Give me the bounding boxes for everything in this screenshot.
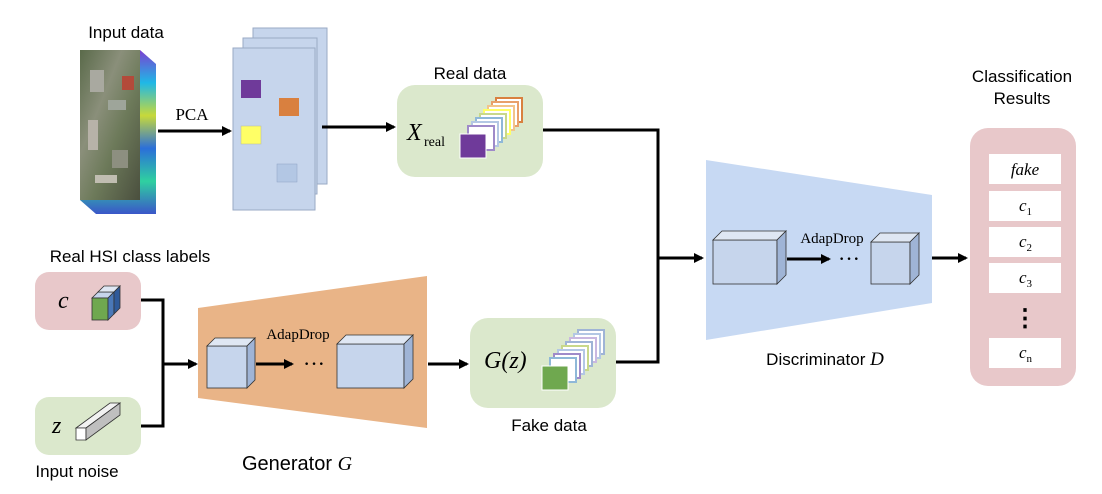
- input-noise-title: Input noise: [35, 462, 118, 481]
- labels-connector: [141, 298, 165, 428]
- generator-adapdrop-label: AdapDrop: [266, 327, 329, 343]
- discriminator-output-cube: [870, 232, 920, 285]
- classification-title-line1: Classification: [972, 67, 1072, 86]
- input-hsi-cube-image: [80, 50, 156, 214]
- result-vertical-ellipsis: ⋮: [1013, 306, 1037, 332]
- classification-title-line2: Results: [994, 89, 1051, 108]
- discriminator-title: Discriminator D: [766, 349, 884, 370]
- result-cn-cell: [989, 338, 1061, 368]
- c-symbol: c: [58, 288, 69, 314]
- class-label-c-box: [35, 272, 141, 330]
- discriminator-input-cube: [712, 230, 787, 285]
- discriminator-ellipsis: ···: [838, 246, 860, 271]
- z-symbol: z: [51, 413, 62, 439]
- pca-feature-stack: [232, 27, 328, 211]
- real-data-title: Real data: [434, 64, 507, 83]
- real-data-spectral-stack: [459, 97, 523, 159]
- real-hsi-labels-title: Real HSI class labels: [50, 247, 211, 266]
- noise-bar-icon: [74, 402, 122, 441]
- result-c3-cell: [989, 263, 1061, 293]
- result-c2-label: c2: [1019, 232, 1032, 254]
- gz-symbol: G(z): [484, 348, 527, 374]
- generator-input-cube: [206, 337, 256, 389]
- generator-output-cube: [336, 334, 414, 389]
- result-c2-cell: [989, 227, 1061, 257]
- generator-title: Generator G: [242, 453, 353, 475]
- result-fake-label: fake: [1011, 160, 1040, 179]
- input-data-title: Input data: [88, 23, 164, 42]
- x-real-subscript: real: [424, 135, 445, 150]
- pca-label: PCA: [175, 105, 209, 124]
- result-cn-label: cn: [1019, 343, 1033, 365]
- discriminator-trapezoid: [706, 160, 932, 340]
- fake-data-title: Fake data: [511, 416, 587, 435]
- fake-data-connector: [616, 258, 660, 364]
- fake-data-spectral-stack: [541, 329, 605, 391]
- real-data-connector: [543, 128, 660, 258]
- result-c1-label: c1: [1019, 196, 1032, 218]
- result-fake-cell: [989, 154, 1061, 184]
- generator-ellipsis: ···: [303, 351, 325, 376]
- result-c3-label: c3: [1019, 268, 1033, 290]
- generator-trapezoid: [198, 276, 427, 428]
- result-c1-cell: [989, 191, 1061, 221]
- x-real-symbol: X: [406, 120, 423, 146]
- discriminator-adapdrop-label: AdapDrop: [800, 231, 863, 247]
- class-label-cube-icon: [91, 285, 121, 321]
